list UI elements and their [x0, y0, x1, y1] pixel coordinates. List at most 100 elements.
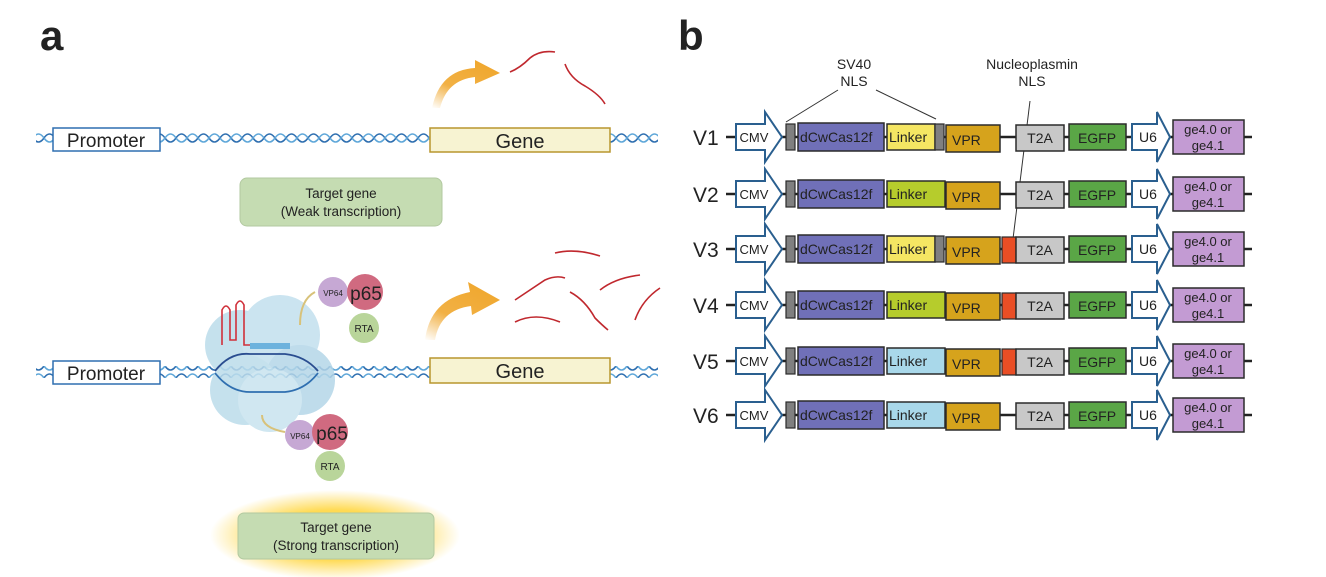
guide-label-line1: ge4.0 or	[1184, 234, 1232, 249]
t2a-label: T2A	[1027, 130, 1053, 146]
transcription-arrow-icon	[425, 282, 500, 340]
egfp-block	[1068, 291, 1127, 319]
guide-label-line2: ge4.1	[1192, 138, 1225, 153]
egfp-label: EGFP	[1078, 130, 1116, 146]
cmv-label: CMV	[740, 408, 769, 423]
vpr-label: VPR	[952, 410, 981, 426]
gene-label: Gene	[496, 131, 545, 153]
promoter-label: Promoter	[67, 131, 146, 152]
sv40-nls-block	[785, 291, 796, 319]
guide-label-line1: ge4.0 or	[1184, 290, 1232, 305]
nucleoplasmin-nls-block	[1001, 348, 1017, 376]
u6-label: U6	[1139, 241, 1157, 257]
panel-b-label: b	[678, 12, 704, 59]
dcwcas12f-label: dCwCas12f	[800, 297, 872, 313]
sv40-nls-block	[934, 235, 945, 263]
vpr-block	[945, 181, 1001, 210]
construct-name: V6	[693, 405, 719, 428]
guide-rna-block	[1172, 119, 1245, 155]
vpr-label: VPR	[952, 189, 981, 205]
t2a-label: T2A	[1027, 408, 1053, 424]
cmv-label: CMV	[740, 242, 769, 257]
t2a-block	[1015, 236, 1065, 264]
u6-promoter-arrow	[1131, 223, 1172, 275]
egfp-label: EGFP	[1078, 298, 1116, 314]
t2a-label: T2A	[1027, 187, 1053, 203]
strong-status-line1: Target gene	[300, 520, 371, 535]
gene-label: Gene	[496, 361, 545, 383]
mrna-icon	[509, 50, 606, 105]
guide-label-line1: ge4.0 or	[1184, 346, 1232, 361]
activator-complex-top: VP64 p65 RTA	[318, 274, 383, 343]
linker-block	[886, 347, 946, 375]
egfp-block	[1068, 180, 1127, 208]
dcwcas12f-label: dCwCas12f	[800, 241, 872, 257]
t2a-block	[1015, 292, 1065, 320]
dcwcas12f-label: dCwCas12f	[800, 129, 872, 145]
vpr-block	[945, 124, 1001, 153]
linker-label: Linker	[889, 186, 927, 202]
linker-block	[886, 291, 946, 319]
dcwcas12f-label: dCwCas12f	[800, 407, 872, 423]
cmv-label: CMV	[740, 354, 769, 369]
sv40-nls-block	[934, 123, 945, 151]
egfp-block	[1068, 123, 1127, 151]
dcas-complex-icon	[205, 295, 335, 432]
guide-rna-icon	[221, 300, 285, 346]
u6-promoter-arrow	[1131, 389, 1172, 441]
dcwcas12f-block	[797, 346, 885, 376]
linker-label: Linker	[889, 407, 927, 423]
dcwcas12f-label: dCwCas12f	[800, 353, 872, 369]
linker-label: Linker	[889, 129, 927, 145]
linker-block	[886, 235, 936, 263]
vp64-label: VP64	[290, 432, 310, 441]
u6-label: U6	[1139, 186, 1157, 202]
promoter-label: Promoter	[67, 364, 146, 385]
linker-label: Linker	[889, 297, 927, 313]
egfp-label: EGFP	[1078, 408, 1116, 424]
mrna-cluster-icon	[514, 250, 661, 331]
vp64-label: VP64	[323, 289, 343, 298]
construct-name: V1	[693, 127, 719, 150]
nucleoplasmin-nls-label-line1: Nucleoplasmin	[986, 56, 1078, 72]
guide-rna-block	[1172, 176, 1245, 212]
dna-unwound-strand	[214, 352, 319, 372]
strong-status-badge	[237, 512, 435, 560]
sv40-nls-block	[785, 235, 796, 263]
activator-complex-bottom: VP64 p65 RTA	[285, 414, 348, 481]
guide-rna-block	[1172, 343, 1245, 379]
sv40-nls-block	[785, 123, 796, 151]
guide-label-line2: ge4.1	[1192, 306, 1225, 321]
t2a-block	[1015, 124, 1065, 152]
construct-name: V3	[693, 239, 719, 262]
t2a-label: T2A	[1027, 354, 1053, 370]
rna-dna-hybrid	[250, 343, 290, 349]
sv40-pointer-line	[785, 89, 839, 123]
rta-label: RTA	[354, 324, 373, 335]
sv40-nls-block	[785, 401, 796, 429]
weak-status-badge	[239, 177, 443, 227]
guide-rna-block	[1172, 287, 1245, 323]
linker-block	[886, 401, 946, 429]
guide-label-line2: ge4.1	[1192, 250, 1225, 265]
dcwcas12f-block	[797, 122, 885, 152]
sv40-nls-label-line1: SV40	[837, 56, 871, 72]
t2a-block	[1015, 402, 1065, 430]
cmv-promoter-arrow	[735, 276, 784, 334]
p65-label: p65	[350, 284, 382, 305]
dcwcas12f-block	[797, 290, 885, 320]
sv40-pointer-line	[875, 89, 937, 120]
weak-status-line2: (Weak transcription)	[281, 204, 402, 219]
u6-promoter-arrow	[1131, 335, 1172, 387]
construct-name: V2	[693, 184, 719, 207]
rta-label: RTA	[320, 462, 339, 473]
nucleoplasmin-nls-block	[1001, 236, 1017, 264]
u6-promoter-arrow	[1131, 279, 1172, 331]
guide-label-line1: ge4.0 or	[1184, 400, 1232, 415]
promoter-box	[52, 360, 161, 385]
cmv-promoter-arrow	[735, 220, 784, 278]
